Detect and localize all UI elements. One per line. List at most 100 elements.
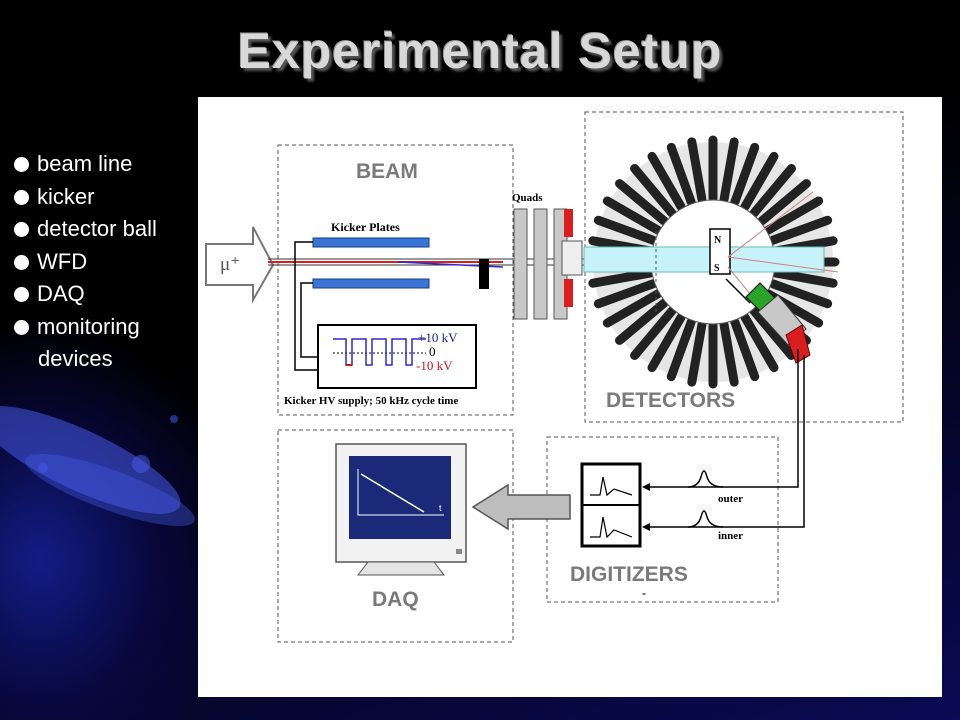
label-outer: outer (718, 493, 743, 505)
label-daq: DAQ (372, 588, 419, 611)
monitor-stand (356, 561, 446, 576)
detector-spoke (666, 142, 696, 207)
entrance-counter-bottom (564, 279, 573, 307)
label-beam: BEAM (356, 160, 418, 183)
detector-spoke (730, 317, 760, 382)
detector-spoke (647, 151, 686, 212)
kicker-wire (294, 241, 318, 371)
kicker-plate-top (312, 237, 430, 248)
label-detectors: DETECTORS (606, 389, 735, 412)
setup-diagram-svg: BEAM DETECTORS DIGITIZERS DAQ μ⁺ Kicker … (205, 111, 904, 643)
entrance-counter-top (564, 209, 573, 237)
detector-spoke (749, 306, 796, 360)
monitor-axes (357, 469, 444, 516)
detector-spoke (757, 179, 811, 226)
bullet-item: beam line (14, 148, 157, 181)
detector-spoke (647, 312, 686, 373)
bullet-item: kicker (14, 181, 157, 214)
detector-spoke (687, 137, 707, 204)
detector-spoke (719, 137, 739, 204)
decay-track (727, 191, 814, 258)
detector-spoke (740, 151, 779, 212)
detector-spoke (602, 196, 663, 235)
detector-spoke (666, 317, 696, 382)
bullet-text: beam line (37, 151, 133, 176)
detector-spoke (630, 306, 677, 360)
bullet-dot-icon (14, 157, 29, 172)
detector-spoke (740, 312, 779, 373)
background-orb (132, 455, 150, 473)
bullet-item: WFD (14, 246, 157, 279)
signal-cable-inner (646, 355, 805, 528)
detector-spoke (768, 215, 833, 245)
bullet-list: beam line kicker detector ball WFD DAQ m… (14, 148, 157, 376)
target-magnet (709, 228, 731, 275)
bullet-item: monitoring (14, 311, 157, 344)
detector-spoke (615, 179, 669, 226)
bullet-item: DAQ (14, 278, 157, 311)
digitizer-mark: - (642, 586, 646, 600)
label-hv-caption: Kicker HV supply; 50 kHz cycle time (284, 395, 458, 407)
monitor-decay-curve (360, 473, 425, 513)
background-orb (170, 415, 178, 423)
label-kicker-plates: Kicker Plates (331, 220, 400, 234)
quad-magnet (513, 208, 528, 320)
label-hv-zero: 0 (429, 344, 436, 359)
green-detector-arm (725, 278, 751, 304)
bullet-dot-icon (14, 319, 29, 335)
bullet-text: detector ball (37, 216, 157, 241)
detector-spoke (593, 215, 658, 245)
kicker-plate-bottom (312, 278, 430, 289)
bullet-text: WFD (37, 248, 88, 274)
digitizer-trace-inner (590, 516, 633, 539)
data-flow-arrow (471, 483, 571, 531)
detector-spoke (768, 279, 833, 309)
label-hv-minus: -10 kV (416, 358, 453, 373)
arrowhead-inner (642, 523, 650, 531)
bullet-continuation: devices (38, 346, 113, 371)
target-region (583, 246, 825, 273)
bullet-text: DAQ (37, 281, 85, 306)
signal-cable-outer (646, 349, 799, 488)
detector-spoke (615, 298, 669, 345)
detector-spoke (602, 289, 663, 328)
pulse-inner (687, 510, 724, 528)
label-digitizers: DIGITIZERS (570, 563, 688, 586)
bullet-dot-icon (14, 189, 29, 205)
pulse-outer (687, 470, 724, 488)
bullet-dot-icon (14, 222, 29, 237)
bullet-dot-icon (14, 254, 29, 270)
detector-spoke (749, 164, 796, 218)
muon-input-arrow (205, 226, 275, 304)
label-quads: Quads (512, 192, 543, 204)
kicker-wire (300, 282, 318, 358)
detector-spoke (588, 268, 655, 288)
detector-spoke (593, 279, 658, 309)
slide-title: Experimental Setup (237, 23, 723, 79)
bullet-text: monitoring (37, 313, 140, 339)
arrowhead-outer (642, 483, 650, 491)
bullet-dot-icon (14, 287, 29, 302)
label-muon: μ⁺ (220, 254, 240, 275)
label-hv-plus: +10 kV (418, 330, 458, 345)
daq-section-box (277, 429, 514, 643)
detector-spoke (719, 320, 739, 387)
hv-supply-box (317, 324, 477, 389)
background-orb (38, 463, 48, 473)
detector-spoke (630, 164, 677, 218)
monitor-power-light (456, 549, 462, 554)
detector-spoke (771, 268, 838, 288)
decay-track (727, 256, 839, 273)
label-detector-n: N (714, 235, 722, 246)
detector-spoke (687, 320, 707, 387)
label-detector-s: S (714, 263, 720, 274)
setup-diagram: BEAM DETECTORS DIGITIZERS DAQ μ⁺ Kicker … (198, 97, 942, 697)
red-detector (785, 324, 811, 364)
entrance-window (561, 240, 583, 276)
beam-section-box (277, 144, 514, 416)
label-monitor-t: t (439, 503, 442, 513)
detector-spoke (730, 142, 760, 207)
bullet-text: kicker (37, 183, 95, 209)
bullet-item: detector ball (14, 213, 157, 246)
label-inner: inner (718, 530, 743, 542)
